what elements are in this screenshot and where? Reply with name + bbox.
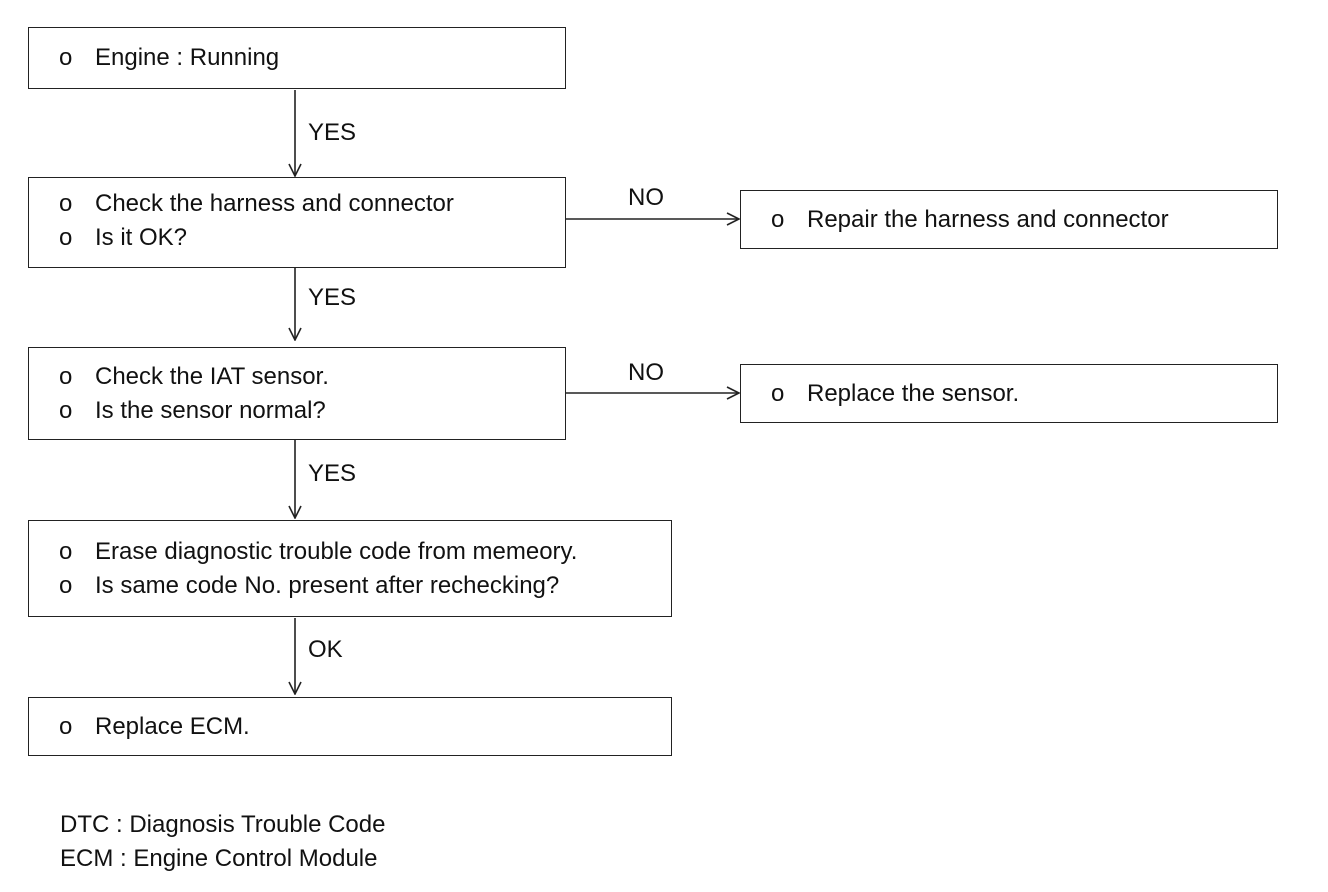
step-text: Engine : Running (95, 44, 280, 71)
legend: DTC : Diagnosis Trouble Code ECM : Engin… (60, 808, 385, 876)
legend-ecm: ECM : Engine Control Module (60, 845, 378, 872)
step-replace-sensor: o Replace the sensor. (740, 364, 1278, 423)
step-harness-check: o Check the harness and connector o Is i… (28, 177, 566, 268)
step-text: Erase diagnostic trouble code from memeo… (95, 538, 578, 565)
bullet: o (59, 572, 73, 599)
step-text: Check the harness and connector (95, 190, 454, 217)
bullet: o (59, 397, 73, 424)
bullet: o (59, 713, 73, 740)
step-erase-dtc: o Erase diagnostic trouble code from mem… (28, 520, 672, 617)
bullet: o (771, 206, 785, 233)
step-engine-running: o Engine : Running (28, 27, 566, 89)
step-question: Is same code No. present after recheckin… (95, 572, 560, 599)
step-text: Replace the sensor. (807, 380, 1020, 407)
step-text: Repair the harness and connector (807, 206, 1169, 233)
bullet: o (59, 224, 73, 251)
step-text: Check the IAT sensor. (95, 363, 329, 390)
edge-label-no: NO (628, 184, 664, 211)
edge-label-yes: YES (308, 460, 357, 487)
bullet: o (59, 190, 73, 217)
bullet: o (771, 380, 785, 407)
edge-label-ok: OK (308, 636, 343, 663)
step-iat-check: o Check the IAT sensor. o Is the sensor … (28, 347, 566, 440)
step-question: Is it OK? (95, 224, 188, 251)
step-harness-repair: o Repair the harness and connector (740, 190, 1278, 249)
legend-dtc: DTC : Diagnosis Trouble Code (60, 811, 386, 838)
bullet: o (59, 538, 73, 565)
step-text: Replace ECM. (95, 713, 250, 740)
bullet: o (59, 44, 73, 71)
bullet: o (59, 363, 73, 390)
edge-label-yes: YES (308, 119, 357, 146)
step-replace-ecm: o Replace ECM. (28, 697, 672, 756)
edge-label-no: NO (628, 359, 664, 386)
step-question: Is the sensor normal? (95, 397, 326, 424)
edge-label-yes: YES (308, 284, 357, 311)
